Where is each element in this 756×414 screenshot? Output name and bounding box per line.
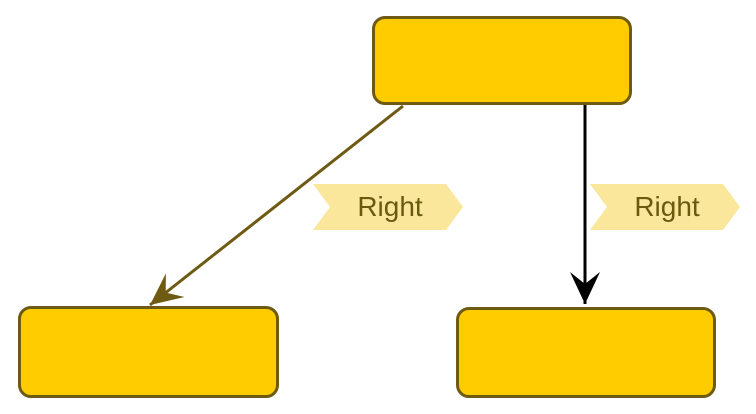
edge-label-left: Right xyxy=(313,184,463,230)
edge-label-right-text: Right xyxy=(634,191,700,222)
node-right-child xyxy=(456,307,716,398)
edge-label-left-text: Right xyxy=(357,191,423,222)
node-root xyxy=(372,16,632,105)
edge-label-right: Right xyxy=(590,184,740,230)
node-left-child xyxy=(18,306,279,398)
